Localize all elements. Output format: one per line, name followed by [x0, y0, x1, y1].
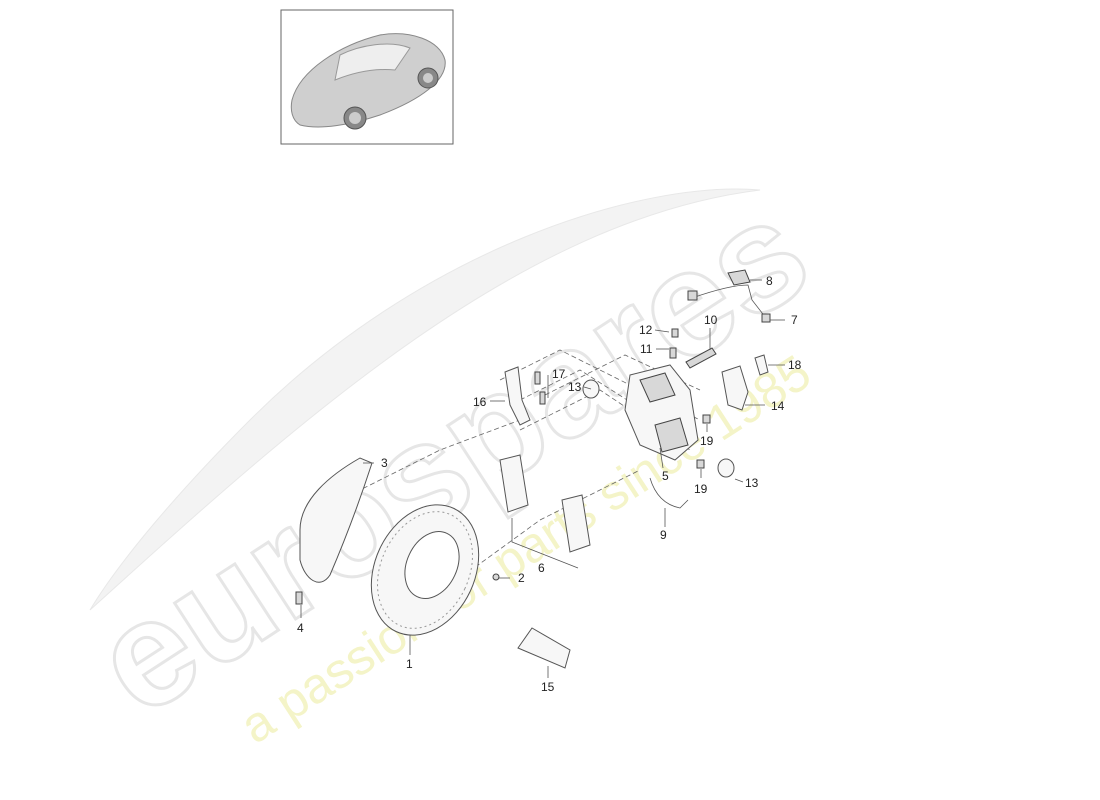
paste-tube [517, 627, 571, 669]
callouts: 1 2 3 4 5 6 7 8 9 10 11 12 13 13 14 15 1… [297, 274, 802, 694]
wear-sensor [649, 477, 689, 509]
callout-14: 14 [771, 399, 785, 413]
car-thumbnail [280, 9, 454, 145]
watermark-brand: eurospares [66, 165, 836, 746]
callout-1: 1 [406, 657, 413, 671]
callout-4: 4 [297, 621, 304, 635]
brake-disc [370, 504, 480, 636]
dust-shield [299, 457, 373, 583]
clip-bracket [727, 269, 751, 286]
callout-5: 5 [662, 469, 669, 483]
callout-19-upper: 19 [700, 434, 714, 448]
caliper-bracket [504, 366, 531, 426]
callout-8: 8 [766, 274, 773, 288]
callout-15: 15 [541, 680, 555, 694]
caliper-bolt-upper [702, 414, 711, 424]
brake-line-end [761, 313, 771, 323]
callout-9: 9 [660, 528, 667, 542]
brake-caliper [624, 364, 699, 461]
callout-17: 17 [552, 367, 566, 381]
brake-line [691, 284, 767, 319]
bracket-screw [534, 371, 541, 385]
callout-6: 6 [538, 561, 545, 575]
watermark: eurospares a passion for parts since 198… [64, 164, 837, 754]
callout-11: 11 [640, 342, 653, 356]
seal-right [717, 458, 735, 478]
shield-bolt [295, 591, 303, 605]
callout-3: 3 [381, 456, 388, 470]
bleed-cap [669, 347, 677, 359]
caliper-bolt-lower [696, 459, 705, 469]
callout-10: 10 [704, 313, 718, 327]
callout-13-left: 13 [568, 380, 582, 394]
bracket-screw-2 [539, 391, 546, 405]
leader-lines [300, 279, 785, 678]
brake-pad-inner [499, 454, 529, 513]
pad-retainer [754, 354, 769, 376]
callout-19-lower: 19 [694, 482, 708, 496]
callout-16: 16 [473, 395, 487, 409]
brake-line-fitting [687, 290, 698, 301]
bleed-valve [671, 328, 679, 338]
callout-2: 2 [518, 571, 525, 585]
brake-pad-outer [561, 494, 591, 553]
anti-rattle-spring [721, 365, 749, 411]
disc-screw [492, 573, 500, 581]
pad-pin [685, 347, 717, 369]
callout-18: 18 [788, 358, 802, 372]
callout-12: 12 [639, 323, 653, 337]
callout-7: 7 [791, 313, 798, 327]
callout-13-right: 13 [745, 476, 759, 490]
